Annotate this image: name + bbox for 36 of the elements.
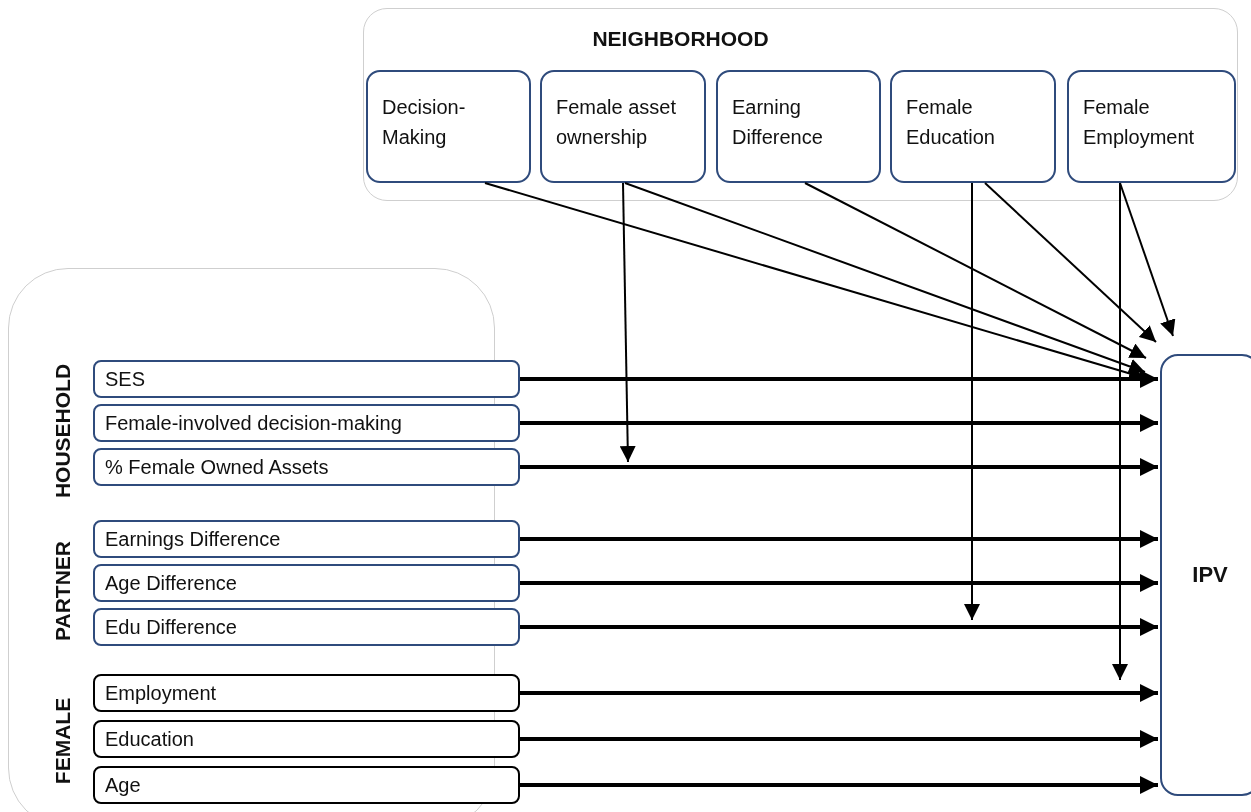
variable-box: Female Employment — [1067, 70, 1236, 183]
group-title: NEIGHBORHOOD — [591, 27, 770, 51]
arrow — [520, 458, 1158, 476]
arrow — [984, 182, 1157, 343]
variable-box: SES — [93, 360, 520, 398]
arrow — [520, 370, 1158, 388]
outcome-box: IPV — [1160, 354, 1251, 796]
variable-box: Earnings Difference — [93, 520, 520, 558]
arrow — [520, 618, 1158, 636]
arrow — [804, 182, 1147, 359]
variable-box: Female-involved decision-making — [93, 404, 520, 442]
variable-box: Earning Difference — [716, 70, 881, 183]
arrow — [624, 182, 1146, 375]
arrow — [1112, 182, 1128, 681]
arrow — [964, 182, 980, 621]
group-panel — [363, 8, 1238, 201]
arrow — [1119, 182, 1176, 337]
variable-box: Education — [93, 720, 520, 758]
group-heading: FEMALE — [51, 697, 75, 785]
arrow — [520, 776, 1158, 794]
arrow — [520, 684, 1158, 702]
variable-box: % Female Owned Assets — [93, 448, 520, 486]
variable-box: Age — [93, 766, 520, 804]
variable-box: Edu Difference — [93, 608, 520, 646]
variable-box: Decision-Making — [366, 70, 531, 183]
arrow — [520, 530, 1158, 548]
variable-box: Female Education — [890, 70, 1056, 183]
arrow — [619, 182, 636, 463]
group-heading: HOUSEHOLD — [51, 363, 75, 499]
arrow — [520, 574, 1158, 592]
variable-box: Female asset ownership — [540, 70, 706, 183]
variable-box: Age Difference — [93, 564, 520, 602]
group-heading: PARTNER — [51, 541, 75, 641]
arrow — [520, 414, 1158, 432]
arrow — [520, 730, 1158, 748]
variable-box: Employment — [93, 674, 520, 712]
